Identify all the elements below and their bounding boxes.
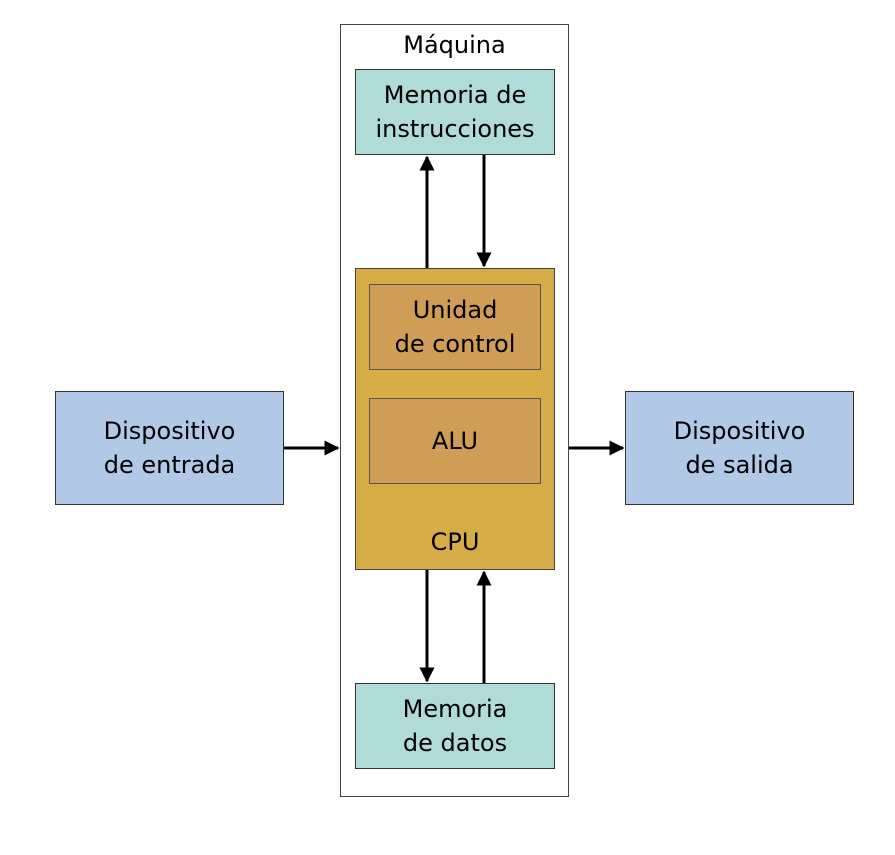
alu-box: ALU <box>369 398 541 484</box>
control-unit-line1: Unidad <box>412 296 498 324</box>
control-unit-box: Unidad de control <box>369 284 541 370</box>
instruction-memory-line1: Memoria de <box>383 81 527 109</box>
instruction-memory-line2: instrucciones <box>375 115 535 143</box>
data-memory-box: Memoria de datos <box>355 683 555 769</box>
data-memory-line1: Memoria <box>402 695 508 723</box>
input-device-line1: Dispositivo <box>103 417 236 445</box>
data-memory-line2: de datos <box>402 729 508 757</box>
alu-label: ALU <box>431 427 479 455</box>
cpu-label: CPU <box>430 528 480 556</box>
output-device-line1: Dispositivo <box>673 417 806 445</box>
instruction-memory-box: Memoria de instrucciones <box>355 69 555 155</box>
machine-title: Máquina <box>403 31 506 59</box>
input-device-box: Dispositivo de entrada <box>55 391 284 505</box>
input-device-line2: de entrada <box>103 451 236 479</box>
output-device-box: Dispositivo de salida <box>625 391 854 505</box>
control-unit-line2: de control <box>394 330 516 358</box>
output-device-line2: de salida <box>685 451 794 479</box>
